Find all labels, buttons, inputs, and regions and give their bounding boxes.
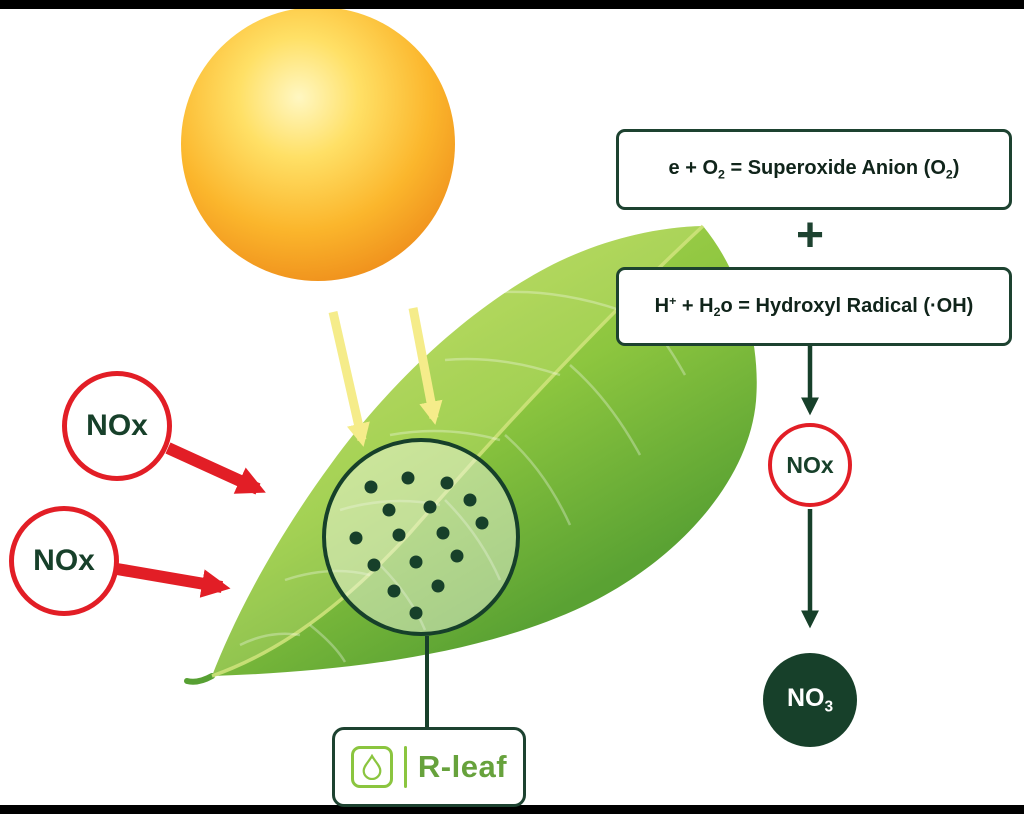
hydroxyl-formula-box: H+ + H2o = Hydroxyl Radical (·OH) (616, 267, 1012, 346)
nox-label: NOx (86, 409, 148, 442)
superoxide-formula-text: e + O2 = Superoxide Anion (O2) (668, 157, 960, 182)
bottom-border-bar (0, 805, 1024, 814)
sunlight-arrow-1 (328, 311, 370, 447)
nox-molecule-left-top: NOx (62, 371, 172, 481)
sun-icon (181, 7, 455, 281)
rleaf-brand-label: R-leaf (332, 727, 526, 807)
superoxide-formula-box: e + O2 = Superoxide Anion (O2) (616, 129, 1012, 210)
nox-arrow-2 (115, 563, 231, 598)
nox-label: NOx (33, 544, 95, 577)
brand-name: R-leaf (417, 749, 508, 784)
no3-label: NO3 (786, 683, 834, 716)
nox-label: NOx (786, 451, 834, 478)
brand-divider (403, 746, 407, 788)
sunlight-arrow-2 (408, 307, 443, 425)
hydroxyl-formula-text: H+ + H2o = Hydroxyl Radical (·OH) (654, 293, 974, 320)
no3-molecule: NO3 (763, 653, 857, 747)
sunlight-arrows (328, 307, 443, 447)
leaf-droplet-icon (350, 746, 393, 788)
nox-molecule-right: NOx (768, 423, 852, 507)
top-border-bar (0, 0, 1024, 9)
catalyst-particles (349, 471, 489, 620)
nox-arrow-1 (165, 442, 266, 495)
nox-molecule-left-bottom: NOx (9, 506, 119, 616)
plus-sign: + (795, 208, 825, 262)
